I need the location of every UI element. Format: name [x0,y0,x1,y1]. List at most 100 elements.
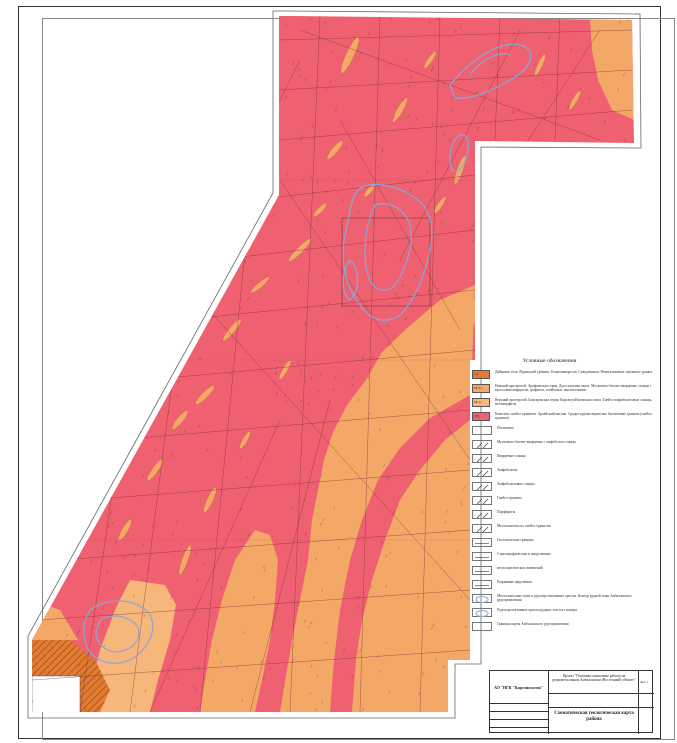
tick-symbol [622,214,625,218]
tick-symbol [623,72,625,77]
tick-symbol [85,328,88,332]
tick-symbol [572,340,575,344]
tick-symbol [196,706,199,711]
tick-symbol [119,245,122,249]
tick-symbol [120,132,123,136]
tick-symbol [370,585,373,589]
tick-symbol [390,17,393,21]
tick-symbol [471,238,474,243]
tick-symbol [84,261,87,265]
tick-symbol [200,356,203,360]
tick-symbol [459,25,462,29]
tick-symbol [517,108,520,113]
tick-symbol [574,182,577,186]
tick-symbol [407,114,410,118]
tick-symbol [608,227,611,231]
legend-symbol [472,510,492,520]
tick-symbol [34,544,37,548]
tick-symbol [347,171,350,175]
tick-symbol [314,708,317,712]
tick-symbol [93,26,96,30]
tick-symbol [542,80,545,84]
tick-symbol [206,448,209,452]
legend-text: Комплекс гнейсо-гранитов. Архейский масс… [495,412,654,421]
tick-symbol [477,667,480,671]
legend-item: Геологические границы [472,538,657,548]
tick-symbol [152,524,155,528]
tick-symbol [210,714,212,717]
tick-symbol [276,365,278,369]
tick-symbol [393,510,395,514]
tick-symbol [113,195,116,199]
legend-symbol [472,454,492,464]
tick-symbol [132,41,135,45]
tick-symbol [235,666,238,670]
legend-item: Кварцевые сланцы [472,454,657,464]
tick-symbol [79,115,82,119]
tick-symbol [263,565,265,569]
tick-symbol [433,364,436,368]
tick-symbol [337,545,340,550]
tick-symbol [310,376,313,380]
legend-symbol [472,594,492,604]
tick-symbol [319,522,322,526]
lenses [118,36,582,576]
tick-symbol [328,407,331,411]
legend-symbol [472,426,492,436]
tick-symbol [237,88,240,92]
tick-symbol [439,125,442,129]
tick-symbol [81,129,84,133]
tick-symbol [316,219,319,223]
tick-symbol [240,456,243,460]
legend-text: Верхний протерозой. Бонгарачская серия. … [495,398,653,407]
tick-symbol [180,543,183,547]
schist-zone-south [200,530,278,712]
legend-text: Пегматиты [497,426,514,431]
tick-symbol [252,74,255,78]
tick-symbol [119,421,122,425]
legend-code: PR₁ba [474,400,482,405]
tick-symbol [632,25,634,30]
tick-symbol [137,49,140,54]
legend-item: Пегматиты [472,426,657,436]
tick-symbol [272,204,275,208]
tick-symbol [624,139,627,143]
tick-symbol [483,107,485,111]
tick-symbol [243,631,246,635]
tick-symbol [304,78,307,82]
tick-symbol [351,675,354,679]
tick-symbol [30,356,32,359]
tick-symbol [89,527,92,531]
tick-symbol [272,213,275,217]
tick-symbol [266,189,269,193]
tick-symbol [570,305,573,310]
tick-symbol [240,177,243,181]
tick-symbol [241,699,244,703]
tick-symbol [231,34,234,38]
tick-symbol [297,361,300,366]
legend-symbol [472,622,492,632]
tick-symbol [36,253,39,257]
tick-symbol [460,595,462,599]
legend-swatch: PR₁ba [472,398,490,408]
tick-symbol [152,670,155,675]
tick-symbol [427,288,430,293]
tick-symbol [405,316,407,321]
tick-symbol [284,394,286,398]
legend-symbol [472,538,492,548]
tick-symbol [430,626,433,630]
tick-symbol [335,108,338,112]
legend-text: Геологические границы [497,538,534,543]
tick-symbol [576,200,579,204]
tick-symbol [177,131,180,135]
tick-symbol [308,625,310,629]
tick-symbol [61,273,64,277]
tick-symbol [76,631,79,635]
tick-symbol [548,36,550,40]
tick-symbol [111,586,114,590]
tick-symbol [130,16,133,19]
